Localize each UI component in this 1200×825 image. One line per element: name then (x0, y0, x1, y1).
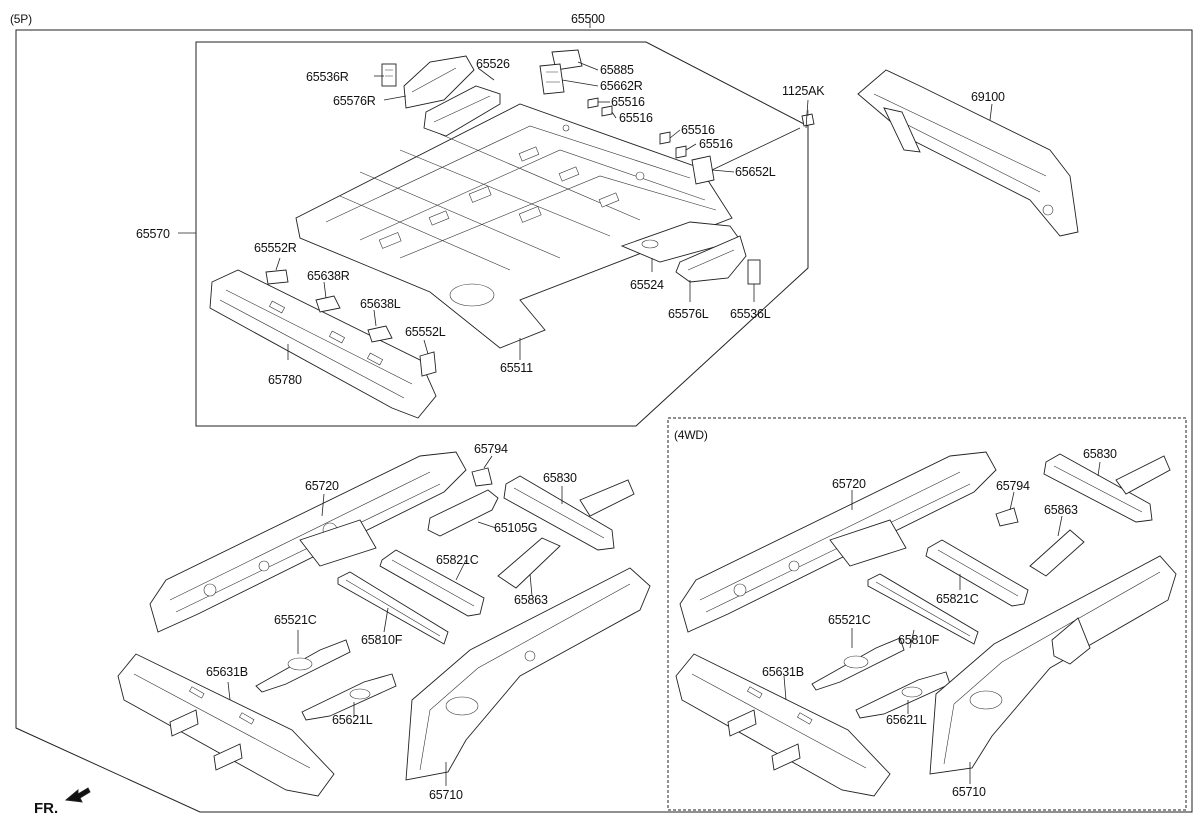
lower-4wd-part-65710 (929, 555, 1177, 775)
label-65552L: 65552L (405, 325, 446, 339)
lower-2wd-part-65105G (427, 489, 499, 537)
lower-4wd-part-65794 (995, 507, 1019, 527)
label-65500: 65500 (571, 12, 605, 26)
label-65552R: 65552R (254, 241, 297, 255)
label-4wd-65810F: 65810F (898, 633, 940, 647)
lower-2wd-part-65631B (117, 653, 335, 797)
label-2wd-65710: 65710 (429, 788, 463, 802)
label-1125AK: 1125AK (782, 84, 825, 98)
lower-2wd-part-65821C (379, 549, 485, 617)
front-indicator-label: FR. (34, 800, 59, 817)
label-2wd-65631B: 65631B (206, 665, 248, 679)
label-65526: 65526 (476, 57, 510, 71)
lower-4wd-part-65863 (1029, 529, 1085, 577)
upper-subassembly-frame (195, 41, 809, 427)
part-65524 (620, 221, 741, 263)
upper-leaders (275, 61, 993, 360)
part-65552L (419, 351, 437, 377)
label-65885: 65885 (600, 63, 634, 77)
variant-tag-4wd: (4WD) (674, 428, 708, 442)
label-2wd-65105G: 65105G (494, 521, 538, 535)
lower-2wd-part-65710 (405, 567, 651, 781)
label-65516-d: 65516 (699, 137, 733, 151)
label-65576R: 65576R (333, 94, 376, 108)
part-65652L (691, 155, 715, 185)
label-4wd-65863: 65863 (1044, 503, 1078, 517)
part-65536R (381, 63, 397, 87)
label-65638R: 65638R (307, 269, 350, 283)
label-2wd-65720: 65720 (305, 479, 339, 493)
label-65570: 65570 (136, 227, 170, 241)
label-2wd-65821C: 65821C (436, 553, 479, 567)
label-4wd-65720: 65720 (832, 477, 866, 491)
lower-2wd-part-65521C (255, 639, 351, 693)
lower-2wd-part-65794 (471, 467, 493, 487)
label-65524: 65524 (630, 278, 664, 292)
assembly-outline (15, 29, 1193, 813)
label-2wd-65794: 65794 (474, 442, 508, 456)
rear-floor-panel (295, 103, 733, 349)
part-65552R (265, 269, 289, 285)
part-65638R (315, 295, 341, 313)
part-65576R (403, 55, 475, 109)
part-65536L (747, 259, 761, 285)
label-65576L: 65576L (668, 307, 709, 321)
lower-2wd-part-65863 (497, 537, 561, 589)
label-4wd-65621L: 65621L (886, 713, 927, 727)
label-4wd-65794: 65794 (996, 479, 1030, 493)
lower-4wd-part-65810F (867, 573, 979, 645)
lower-2wd-part-65621L (301, 673, 397, 721)
label-4wd-65821C: 65821C (936, 592, 979, 606)
part-65526 (423, 85, 501, 137)
label-65662R: 65662R (600, 79, 643, 93)
lower-2wd-leaders (227, 455, 563, 786)
part-65638L (367, 325, 393, 343)
label-69100: 69100 (971, 90, 1005, 104)
label-2wd-65521C: 65521C (274, 613, 317, 627)
label-65780: 65780 (268, 373, 302, 387)
label-4wd-65830: 65830 (1083, 447, 1117, 461)
lower-4wd-leaders (783, 461, 1101, 784)
variant-tag-body: (5P) (10, 12, 32, 26)
label-65536L: 65536L (730, 307, 771, 321)
lower-2wd-part-65720 (149, 451, 467, 633)
lower-2wd-part-65810F (337, 571, 449, 645)
label-4wd-65631B: 65631B (762, 665, 804, 679)
bolt-1125AK (801, 110, 815, 127)
label-2wd-65863: 65863 (514, 593, 548, 607)
label-65638L: 65638L (360, 297, 401, 311)
lower-4wd-part-65720 (679, 451, 997, 633)
lower-4wd-part-65631B (675, 653, 891, 797)
label-2wd-65810F: 65810F (361, 633, 403, 647)
lower-4wd-part-65821C (925, 539, 1029, 607)
lower-4wd-part-65521C (811, 637, 905, 691)
part-69100 (857, 69, 1079, 237)
label-65511: 65511 (500, 361, 533, 375)
label-2wd-65830: 65830 (543, 471, 577, 485)
label-65516-b: 65516 (619, 111, 653, 125)
label-2wd-65621L: 65621L (332, 713, 373, 727)
lower-4wd-part-65830 (1043, 453, 1171, 523)
label-65536R: 65536R (306, 70, 349, 84)
part-65780 (209, 269, 437, 419)
leader-1125AK-diag (711, 127, 801, 171)
label-65516-c: 65516 (681, 123, 715, 137)
front-arrow-icon (64, 787, 91, 803)
part-65576L (675, 235, 747, 283)
label-4wd-65521C: 65521C (828, 613, 871, 627)
part-65516-clips (587, 97, 687, 159)
lower-2wd-part-65830 (503, 475, 635, 551)
part-65662R (539, 63, 565, 95)
label-65516-a: 65516 (611, 95, 645, 109)
leader-1125AK (805, 99, 809, 129)
label-4wd-65710: 65710 (952, 785, 986, 799)
label-65652L: 65652L (735, 165, 776, 179)
